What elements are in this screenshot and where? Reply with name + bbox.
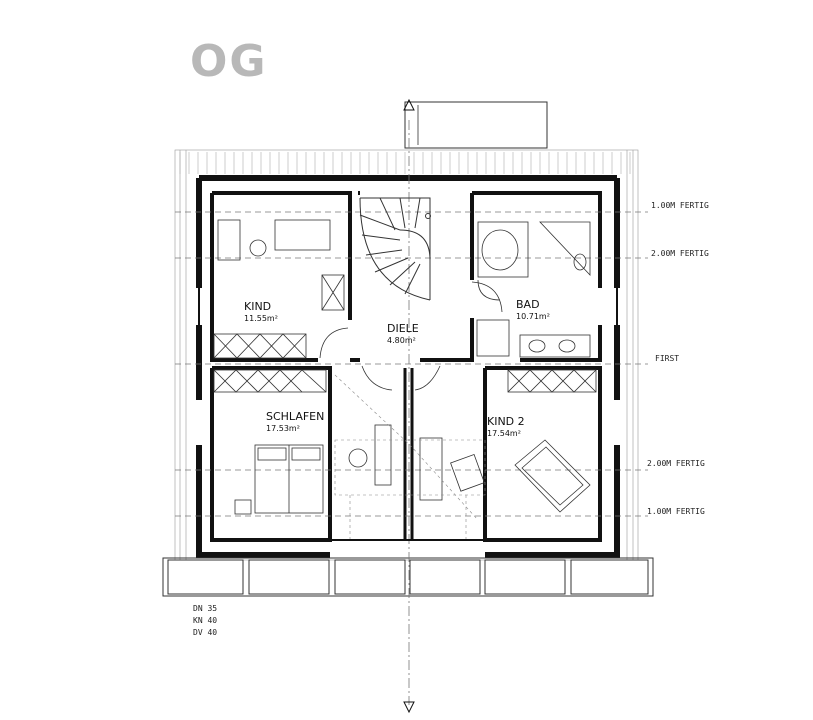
room-area-kind: 11.55m² [244,314,278,323]
level-label-4: 1.00M FERTIG [647,507,705,516]
room-label-bad: BAD 10.71m² [516,299,550,323]
room-area-bad: 10.71m² [516,312,550,321]
doors [319,281,503,391]
furniture-schlafen [213,369,392,515]
level-label-first: FIRST [655,354,680,363]
roof-spec-kn: KN 40 [193,616,218,625]
furniture-bad [476,221,591,358]
room-label-diele: DIELE 4.80m² [387,323,419,347]
floor-title: OG [190,36,268,87]
room-name-bad: BAD [516,298,540,311]
furniture-kind [213,219,345,359]
roof-spec-dv: DV 40 [193,628,218,637]
room-label-kind2: KIND 2 17.54m² [487,416,525,440]
room-name-kind: KIND [244,300,272,313]
section-arrow-bottom [403,701,415,714]
balcony-bottom [162,557,654,597]
furniture-kind2 [419,369,597,513]
room-name-kind2: KIND 2 [487,415,525,428]
room-label-kind: KIND 11.55m² [244,301,278,325]
level-label-3: 2.00M FERTIG [647,459,705,468]
dashed-overhead [334,374,486,540]
roof-specs: DN 35 KN 40 DV 40 [193,603,217,639]
dormer-top [404,101,548,149]
section-arrow-top [403,98,415,111]
level-lines [175,211,648,517]
room-area-schlafen: 17.53m² [266,424,300,433]
level-label-1: 1.00M FERTIG [651,201,709,210]
outer-walls [196,175,620,558]
roof-eaves-hatching [174,149,639,561]
staircase [359,197,431,301]
roof-top-hatching [179,152,631,174]
room-area-kind2: 17.54m² [487,429,521,438]
room-name-diele: DIELE [387,322,419,335]
roof-spec-dn: DN 35 [193,604,218,613]
room-label-schlafen: SCHLAFEN 17.53m² [266,411,324,435]
level-label-2: 2.00M FERTIG [651,249,709,258]
room-name-schlafen: SCHLAFEN [266,410,325,423]
inner-walls [210,191,602,542]
room-area-diele: 4.80m² [387,336,416,345]
window-marks [198,288,618,541]
